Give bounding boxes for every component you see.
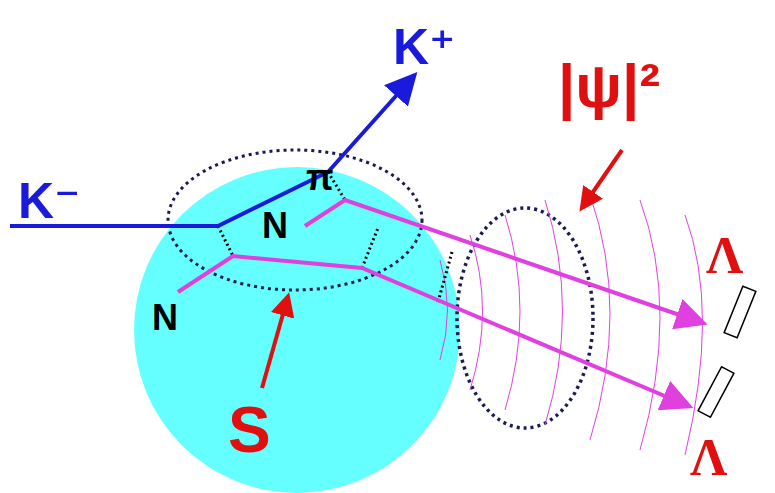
- detector: [698, 367, 734, 418]
- particle-label: Λ: [690, 432, 727, 484]
- particle-label: π: [306, 160, 334, 196]
- particle-label: K⁻: [18, 176, 81, 226]
- particle-label: K⁺: [393, 22, 456, 72]
- nucleus: [134, 167, 460, 493]
- particle-label: Λ: [706, 230, 743, 282]
- pointer-arrow: [584, 150, 622, 205]
- lambda-track: [305, 200, 700, 322]
- exchange-region: [168, 150, 422, 290]
- source-label: S: [228, 398, 271, 462]
- particle-label: N: [152, 300, 178, 336]
- detector: [724, 286, 756, 338]
- lambda-track: [178, 256, 686, 405]
- meson-exchange-lines: [218, 172, 452, 302]
- particle-label: N: [262, 208, 288, 244]
- wave-arcs: [440, 195, 703, 455]
- pointer-arrow: [262, 300, 287, 388]
- wavefunction-label: |ψ|²: [558, 55, 660, 117]
